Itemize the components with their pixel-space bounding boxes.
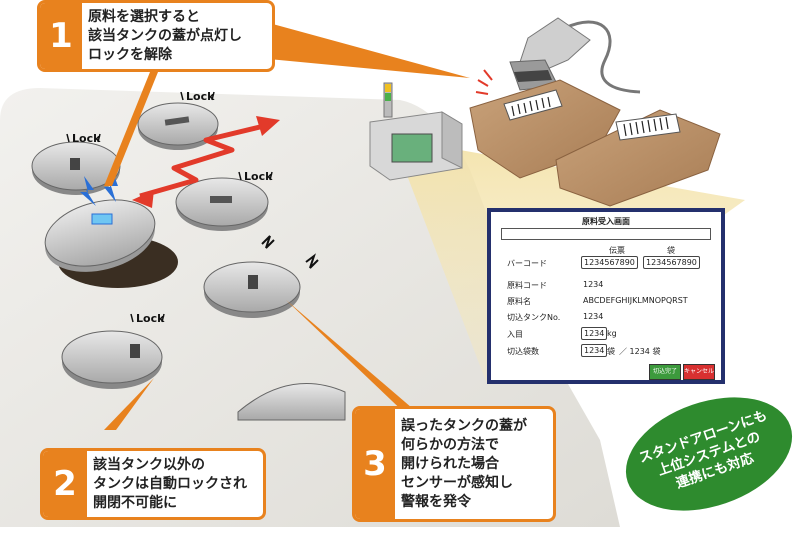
callout-3-line: センサーが感知し <box>401 474 513 491</box>
callout-3-text: 誤ったタンクの蓋が 何らかの方法で 開けられた場合 センサーが感知し 警報を発令 <box>395 409 533 519</box>
col-header-bag: 袋 <box>667 246 675 255</box>
screen-title: 原料受入画面 <box>582 217 630 226</box>
tank-no-label: 切込タンクNo. <box>507 313 561 322</box>
lock-label: Lock <box>186 90 215 103</box>
callout-3-number: 3 <box>355 409 395 519</box>
callout-1-text: 原料を選択すると 該当タンクの蓋が点灯し ロックを解除 <box>82 3 248 69</box>
callout-tails <box>104 20 470 430</box>
callout-3-line: 警報を発令 <box>401 493 471 510</box>
lock-label: Lock <box>72 132 101 145</box>
tank-lid-alarm <box>203 261 301 318</box>
barcode-slip-field[interactable]: 1234567890 <box>581 256 638 269</box>
complete-button[interactable]: 切込完了 <box>649 364 681 380</box>
tank-no-value: 1234 <box>583 312 604 321</box>
callout-1-line: ロックを解除 <box>88 46 172 63</box>
barcode-scanner <box>509 17 641 94</box>
callout-3-line: 開けられた場合 <box>401 455 499 472</box>
material-code-label: 原料コード <box>507 281 547 290</box>
tank-lid-open <box>44 199 178 288</box>
lock-labels: Lock Lock Lock Lock <box>72 90 273 325</box>
received-label: 入目 <box>507 330 523 339</box>
lock-label: Lock <box>136 312 165 325</box>
arrow-head-right <box>256 116 280 136</box>
callout-3: 3 誤ったタンクの蓋が 何らかの方法で 開けられた場合 センサーが感知し 警報を… <box>352 406 556 522</box>
bag-count-unit: 袋 <box>607 347 615 356</box>
bag-count-total: ／ 1234 袋 <box>619 347 661 356</box>
callout-1: 1 原料を選択すると 該当タンクの蓋が点灯し ロックを解除 <box>37 0 275 72</box>
material-name-label: 原料名 <box>507 297 531 306</box>
bag-count-field[interactable]: 1234 <box>581 344 608 357</box>
callout-2-line: タンクは自動ロックされ <box>93 475 247 492</box>
alarm-marks <box>261 235 319 269</box>
control-terminal <box>369 82 463 181</box>
callout-2-line: 該当タンク以外の <box>93 456 205 473</box>
callout-1-line: 原料を選択すると <box>88 8 200 25</box>
material-name-value: ABCDEFGHIJKLMNOPQRST <box>583 296 688 305</box>
received-unit: kg <box>607 329 617 338</box>
scan-burst <box>475 69 493 95</box>
lock-label: Lock <box>244 170 273 183</box>
material-code-value: 1234 <box>583 280 604 289</box>
screen-search-field[interactable] <box>501 228 711 240</box>
badge-shape <box>625 397 793 511</box>
received-field[interactable]: 1234 <box>581 327 608 340</box>
lock-tick-marks <box>66 91 273 323</box>
material-bag-2 <box>555 109 721 207</box>
tank-lid-1 <box>137 102 219 150</box>
callout-1-line: 該当タンクの蓋が点灯し <box>88 27 242 44</box>
callout-2-number: 2 <box>43 451 87 517</box>
callout-3-line: 誤ったタンクの蓋が <box>401 417 527 434</box>
callout-2: 2 該当タンク以外の タンクは自動ロックされ 開閉不可能に <box>40 448 266 520</box>
motion-arrows <box>139 123 265 199</box>
col-header-slip: 伝票 <box>609 246 625 255</box>
callout-2-line: 開閉不可能に <box>93 494 177 511</box>
barcode-bag-field[interactable]: 1234567890 <box>643 256 700 269</box>
material-receiving-screen: 原料受入画面 伝票 袋 バーコード 1234567890 1234567890 … <box>487 208 725 384</box>
tank-lid-4 <box>61 330 163 389</box>
callout-2-text: 該当タンク以外の タンクは自動ロックされ 開閉不可能に <box>87 451 253 517</box>
tank-lid-3 <box>175 177 269 231</box>
callout-3-line: 何らかの方法で <box>401 436 499 453</box>
cancel-button[interactable]: キャンセル <box>683 364 715 380</box>
integration-badge: スタンドアローンにも 上位システムとの 連携にも対応 <box>620 398 798 510</box>
arrow-head-left <box>132 190 154 208</box>
barcode-label: バーコード <box>507 259 547 268</box>
tank-lid-5 <box>237 383 346 421</box>
bag-count-label: 切込袋数 <box>507 347 539 356</box>
callout-1-number: 1 <box>40 3 82 69</box>
